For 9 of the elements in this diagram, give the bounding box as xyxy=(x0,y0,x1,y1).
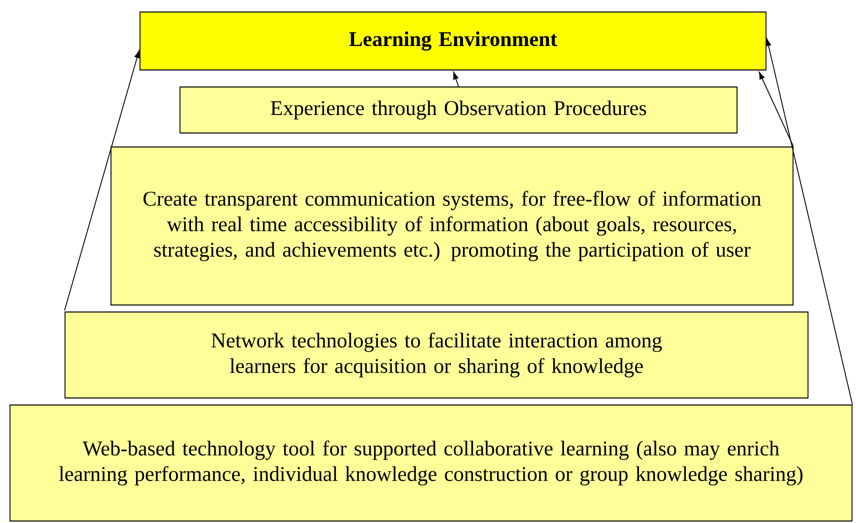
arrow xyxy=(453,72,459,87)
arrow xyxy=(758,72,794,147)
arrow xyxy=(64,50,140,311)
level-box: Network technologies to facilitate interaction among learners for acquisition or sharing of knowledge xyxy=(64,312,808,398)
title-box: Learning Environment xyxy=(140,12,766,70)
level-box: Create transparent communication systems, for free-flow of information with real time accessibility of information (about goals, resources, strategies, and achievements etc.) promoting the participation of user xyxy=(110,146,794,306)
level-box: Web-based technology tool for supported collaborative learning (also may enrich learning performance, individual knowledge construction or group knowledge sharing) xyxy=(10,404,852,522)
level-box: Experience through Observation Procedures xyxy=(180,86,738,134)
arrow xyxy=(766,38,853,405)
